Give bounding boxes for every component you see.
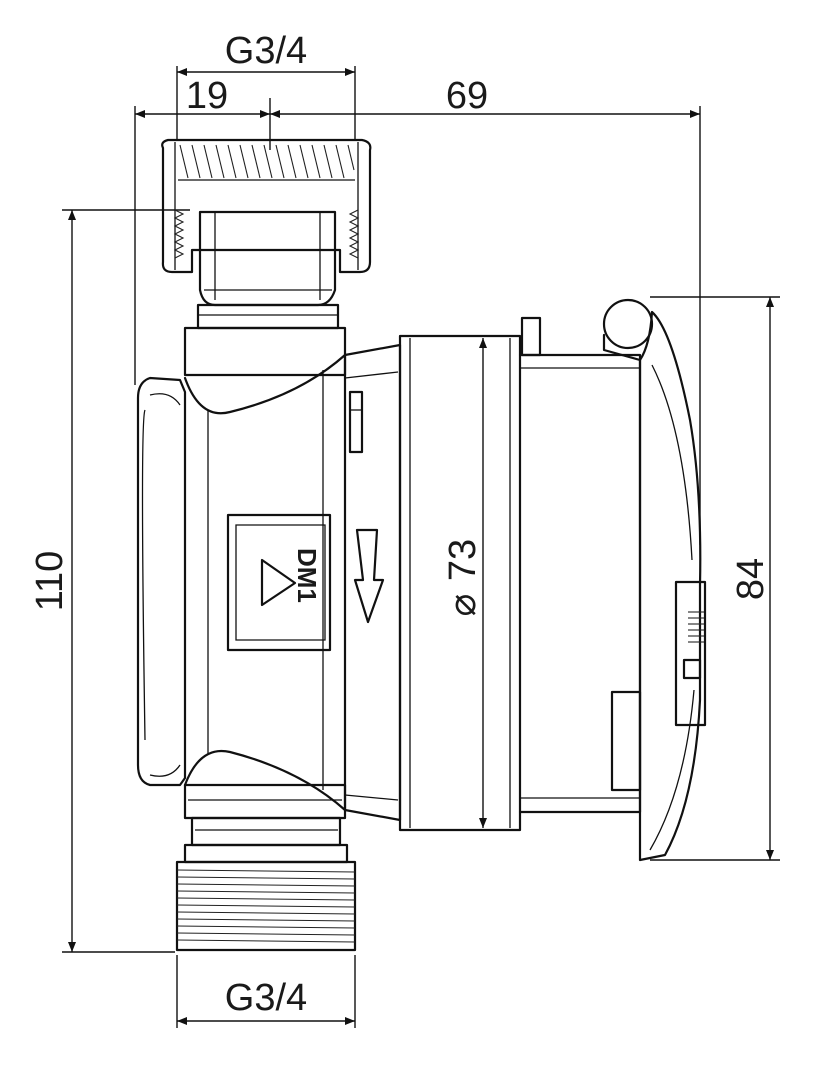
connector-grip <box>688 611 704 643</box>
dimension-lines <box>62 66 780 1028</box>
depth-label: 69 <box>446 75 488 117</box>
top-nut-thread <box>173 144 360 259</box>
pump-body: DM1 <box>136 326 385 847</box>
bottom-thread-nipple <box>175 843 357 952</box>
offset-label: 19 <box>186 75 228 117</box>
height-label: 110 <box>29 551 71 612</box>
hinge-knob <box>602 298 654 350</box>
bottom-thread-label: G3/4 <box>225 977 307 1019</box>
diameter-label: 73 <box>442 539 484 581</box>
diameter-symbol: ⌀ <box>442 594 484 617</box>
stamp-text: DM1 <box>292 548 322 603</box>
top-thread-label: G3/4 <box>225 30 307 72</box>
flow-arrow-icon <box>353 528 385 624</box>
bottom-thread-lines <box>176 869 356 943</box>
cover-height-label: 84 <box>730 558 772 600</box>
motor-housing <box>343 316 642 832</box>
top-union-nut <box>161 138 372 330</box>
terminal-cover <box>602 298 707 862</box>
flow-triangle-icon <box>260 558 297 607</box>
